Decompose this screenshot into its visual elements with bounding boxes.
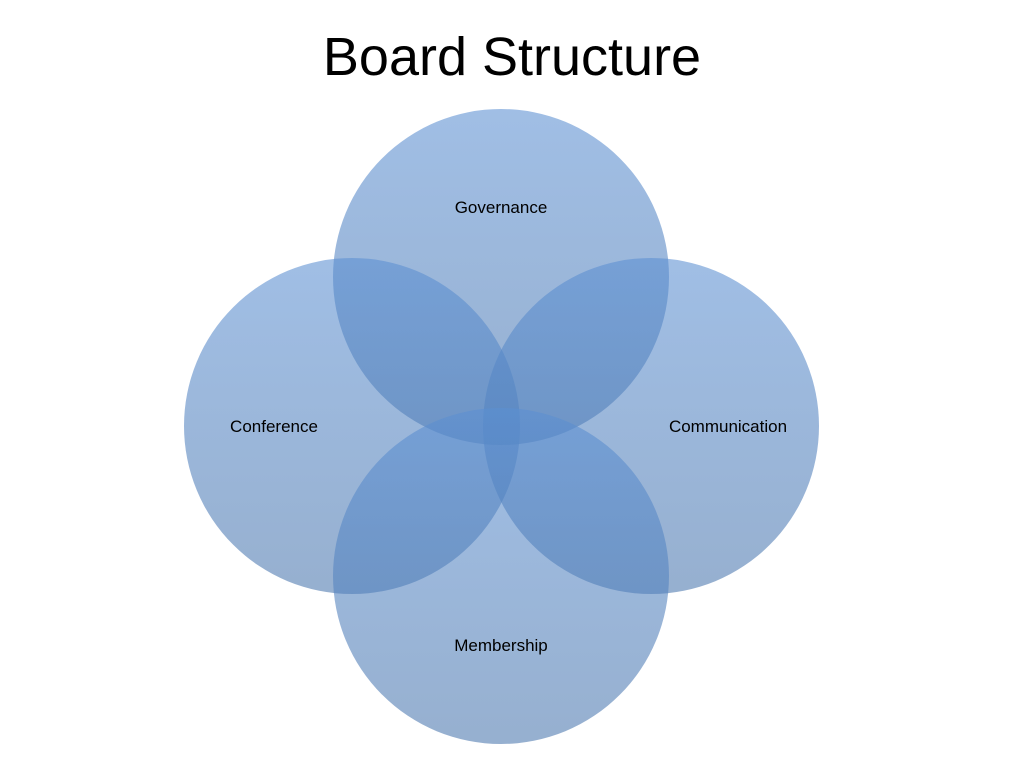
slide-title: Board Structure (322, 27, 702, 87)
membership-label: Membership (454, 636, 548, 655)
conference-label: Conference (230, 417, 318, 436)
governance-label: Governance (455, 198, 548, 217)
communication-label: Communication (669, 417, 787, 436)
membership-circle[interactable] (333, 408, 669, 744)
